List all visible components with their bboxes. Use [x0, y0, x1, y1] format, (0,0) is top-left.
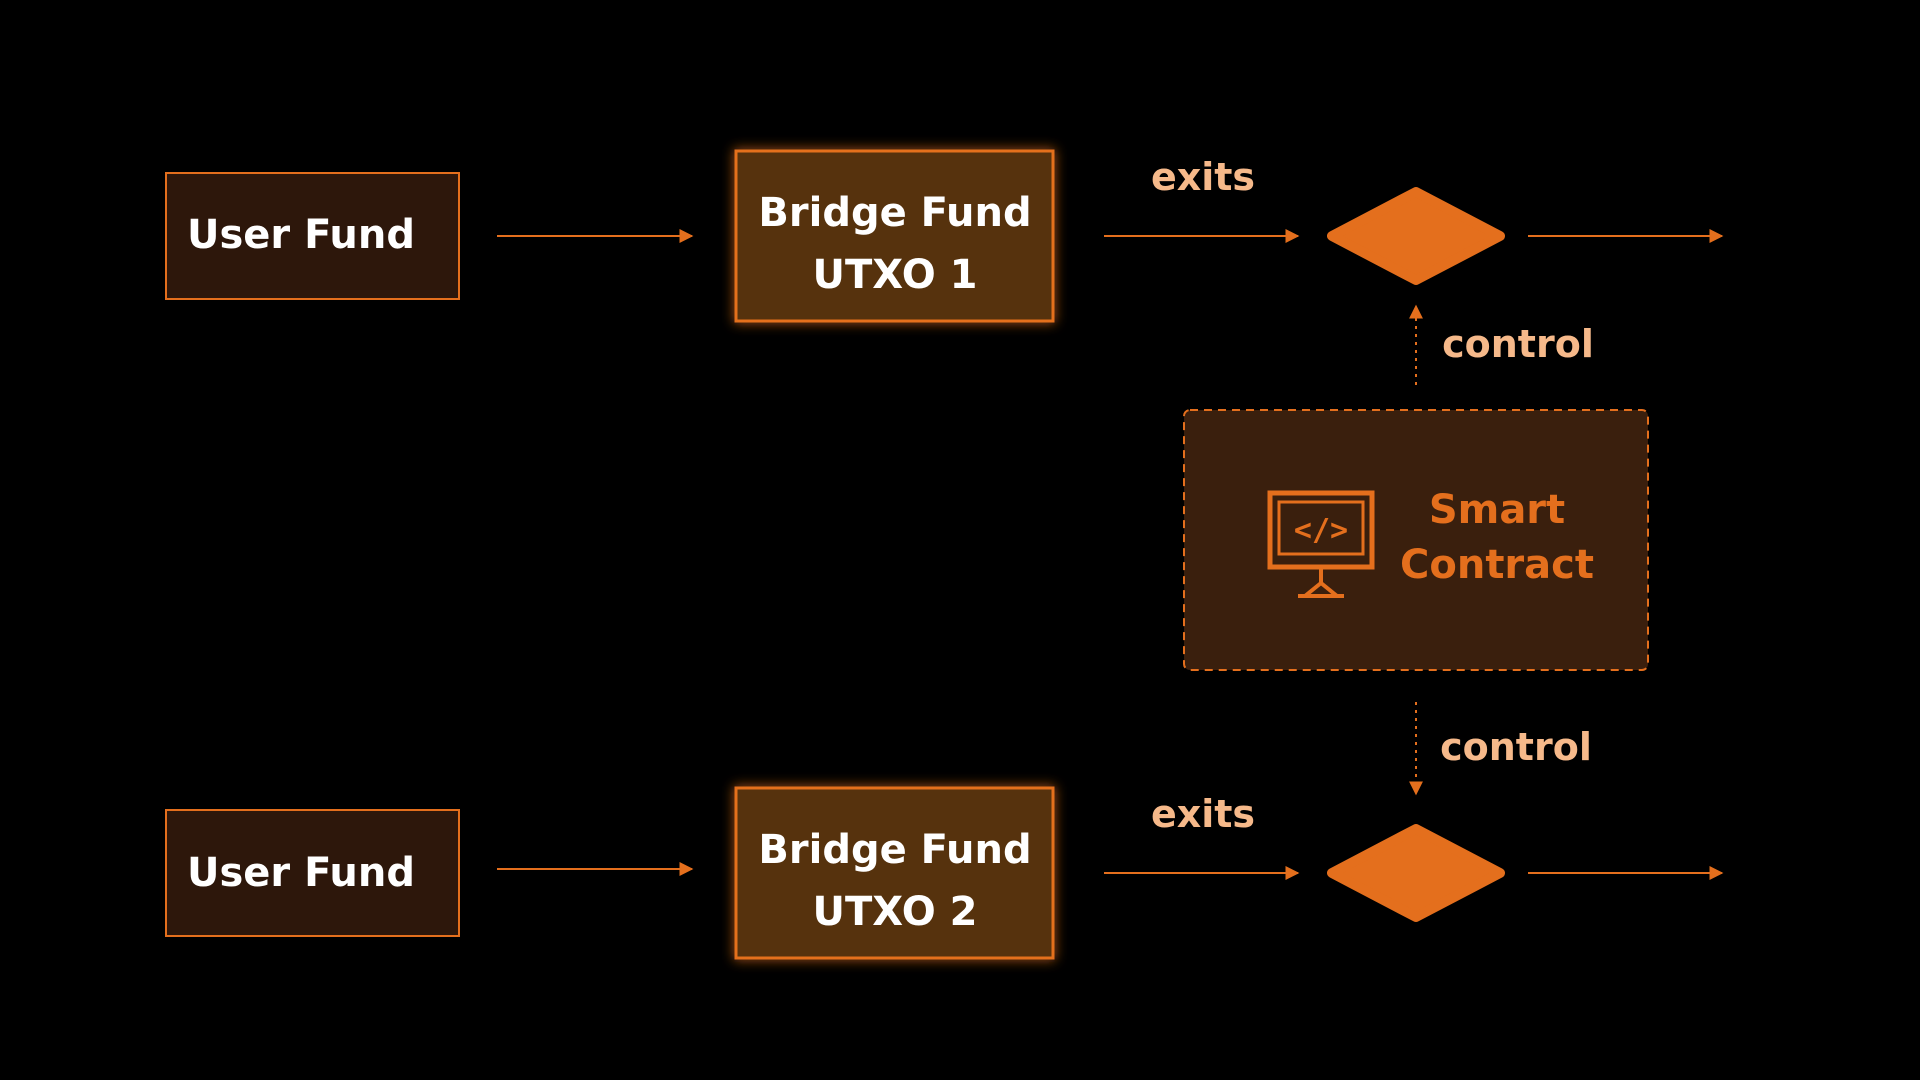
exits-label-1: exits [1151, 155, 1255, 199]
exit-gate-diamond-2 [1327, 824, 1505, 922]
bridge-fund-box-2 [734, 786, 1055, 960]
bridge-fund-title-1: Bridge Fund [758, 190, 1031, 236]
svg-text:</>: </> [1294, 513, 1348, 548]
smart-contract-label-line2: Contract [1400, 542, 1594, 588]
smart-contract-box [1183, 409, 1649, 671]
bridge-fund-box-1 [734, 149, 1055, 323]
exit-gate-diamond-1 [1327, 187, 1505, 285]
code-monitor-icon: </> [1267, 490, 1375, 598]
smart-contract-label-line1: Smart [1429, 487, 1565, 533]
exits-label-2: exits [1151, 792, 1255, 836]
user-fund-box-1 [165, 172, 460, 300]
user-fund-label-1: User Fund [187, 212, 415, 258]
control-label-1: control [1442, 322, 1594, 366]
row-1: User Fund Bridge Fund UTXO 1 exits [165, 149, 1724, 323]
bridge-fund-utxo-1: UTXO 1 [813, 252, 978, 298]
control-label-2: control [1440, 725, 1592, 769]
bridge-fund-title-2: Bridge Fund [758, 827, 1031, 873]
bridge-fund-utxo-2: UTXO 2 [813, 889, 978, 935]
user-fund-box-2 [165, 809, 460, 937]
row-2: User Fund Bridge Fund UTXO 2 exits [165, 786, 1724, 960]
smart-contract-block: </> Smart Contract [1183, 409, 1649, 671]
user-fund-label-2: User Fund [187, 850, 415, 896]
